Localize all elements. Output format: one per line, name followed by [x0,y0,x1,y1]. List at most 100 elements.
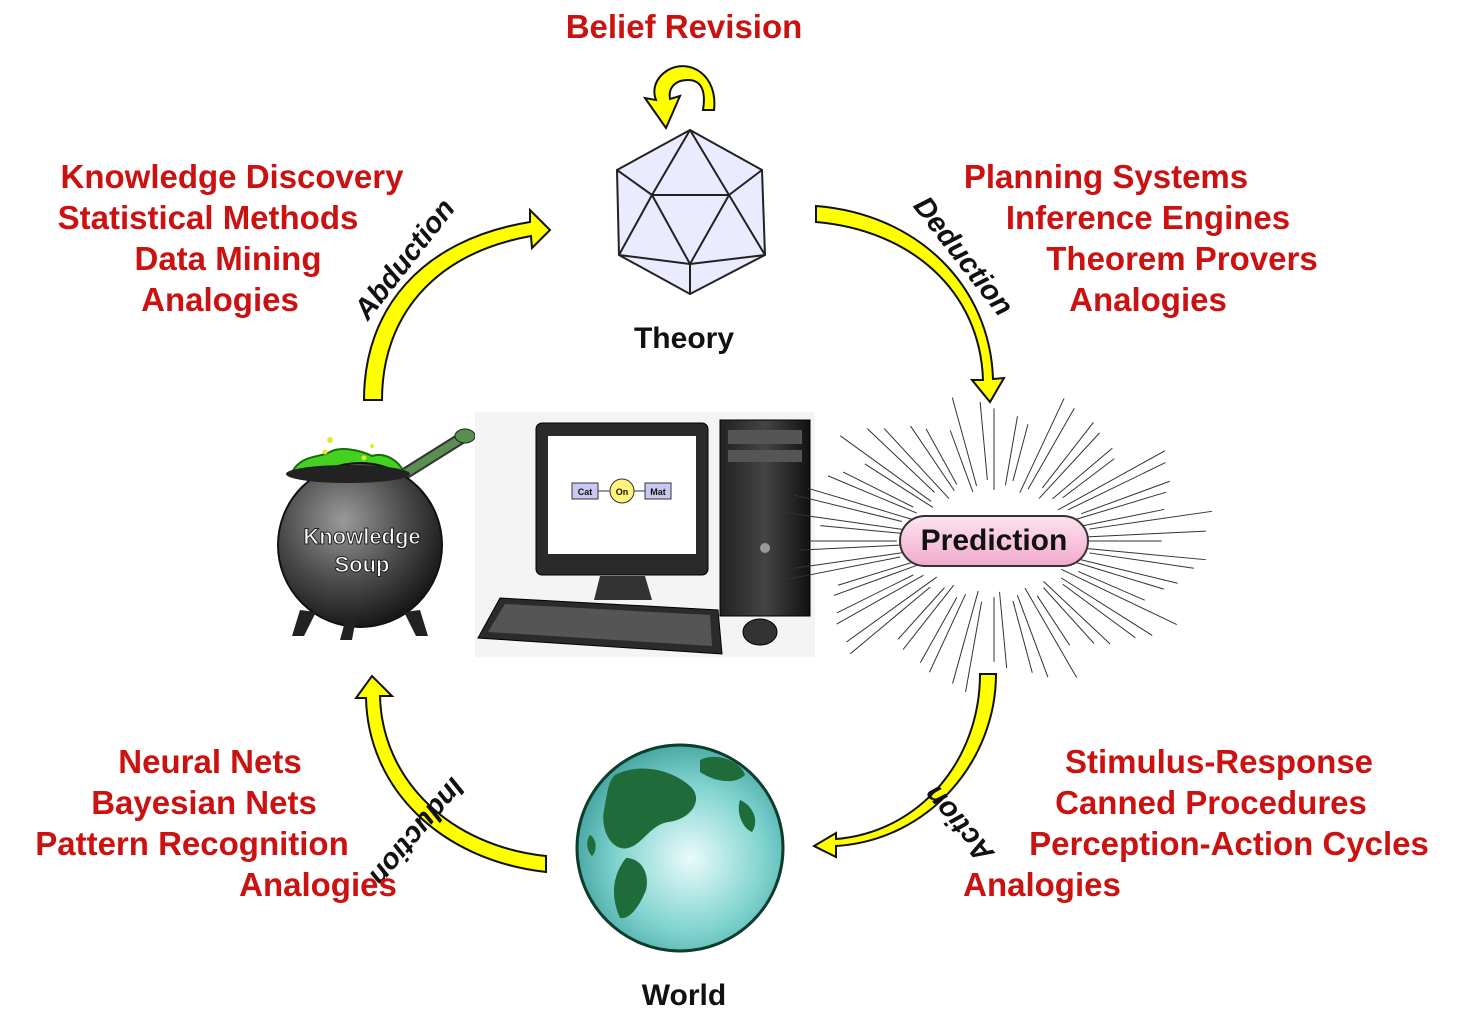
theory-icosahedron-icon [615,128,767,296]
starburst-ray [836,574,924,625]
starburst-ray [965,601,983,692]
abduction-item: Statistical Methods [58,199,359,236]
action-item: Perception-Action Cycles [1029,825,1429,862]
knowledge-soup-pot-icon [277,428,476,640]
starburst-ray [1004,416,1018,486]
prediction-starburst-icon [777,397,1213,692]
starburst-ray [777,510,907,531]
starburst-ray [1057,450,1166,511]
computer-icon [475,412,815,657]
induction-item: Bayesian Nets [91,784,317,821]
graph-node-mat: Mat [650,487,666,497]
action-item: Analogies [963,866,1121,903]
starburst-ray [846,576,938,643]
starburst-ray [1012,424,1029,482]
starburst-ray [925,428,958,485]
starburst-ray [928,593,967,673]
starburst-ray [833,563,922,596]
starburst-ray [1060,577,1153,636]
action-arrow [811,673,998,859]
starburst-ray [1089,510,1213,530]
starburst-ray [1061,568,1178,626]
knowledge-soup-label-line1: Knowledge [303,524,420,549]
abduction-item: Analogies [141,281,299,318]
starburst-ray [1074,530,1206,539]
starburst-ray [840,435,932,502]
starburst-ray [1012,600,1033,673]
starburst-ray [786,556,901,580]
starburst-ray [1016,594,1049,678]
action-item: Stimulus-Response [1065,743,1373,780]
starburst-ray [850,586,931,655]
belief-revision-label: Belief Revision [566,8,803,45]
deduction-item: Inference Engines [1006,199,1290,236]
deduction-item: Planning Systems [964,158,1248,195]
starburst-ray [1076,561,1164,590]
starburst-ray [1041,421,1094,489]
starburst-ray [1052,447,1113,500]
starburst-ray [1078,570,1146,601]
starburst-ray [1019,398,1065,493]
graph-node-on: On [616,487,629,497]
starburst-ray [949,430,974,492]
starburst-ray [1067,462,1166,511]
starburst-ray [902,584,955,650]
world-label: World [642,979,726,1011]
deduction-item: Analogies [1069,281,1227,318]
starburst-ray [1024,587,1078,678]
starburst-ray [866,428,935,493]
starburst-ray [979,401,988,480]
starburst-ray [1062,458,1115,499]
starburst-ray [1089,552,1194,569]
starburst-ray [1043,581,1111,645]
starburst-ray [1082,547,1206,561]
action-label: Action [918,779,1001,869]
induction-item: Pattern Recognition [35,825,349,862]
abduction-item: Knowledge Discovery [61,158,405,195]
starburst-ray [1068,491,1167,522]
abduction-arrow [362,207,552,401]
starburst-ray [1036,595,1071,646]
starburst-ray [999,591,1008,669]
starburst-ray [910,425,955,492]
starburst-ray [951,397,978,487]
induction-arrow [354,674,547,874]
abduction-item: Data Mining [135,240,322,277]
deduction-item: Theorem Provers [1046,240,1317,277]
starburst-ray [807,487,920,522]
action-item: Canned Procedures [1055,784,1367,821]
starburst-ray [1027,408,1075,490]
starburst-ray [1043,587,1095,644]
starburst-ray [793,494,902,522]
belief-revision-arrow [642,65,716,131]
starburst-ray [827,475,917,514]
screen-conceptual-graph: Cat On Mat [571,478,672,504]
starburst-ray [897,587,945,640]
theory-label: Theory [634,322,734,355]
starburst-ray [792,550,915,569]
starburst-ray [843,471,914,508]
knowledge-soup-label-line2: Soup [335,552,390,577]
deduction-arrow [815,204,1006,404]
starburst-ray [836,574,914,614]
starburst-ray [883,428,950,499]
starburst-ray [820,525,914,535]
starburst-ray [864,463,934,508]
starburst-ray [837,561,912,586]
starburst-ray [1062,583,1136,639]
deduction-methods-list: Planning Systems Inference Engines Theor… [964,158,1318,318]
graph-node-cat: Cat [578,487,593,497]
starburst-ray [1038,432,1100,499]
induction-item: Neural Nets [118,743,301,780]
starburst-ray [919,597,958,663]
world-globe-icon [575,743,785,953]
action-methods-list: Stimulus-Response Canned Procedures Perc… [963,743,1429,903]
starburst-ray [952,590,979,684]
induction-methods-list: Neural Nets Bayesian Nets Pattern Recogn… [35,743,397,903]
starburst-ray [799,544,906,551]
starburst-ray [1080,480,1170,515]
abduction-methods-list: Knowledge Discovery Statistical Methods … [58,158,404,318]
starburst-ray [1079,508,1165,527]
prediction-pill [899,515,1089,567]
